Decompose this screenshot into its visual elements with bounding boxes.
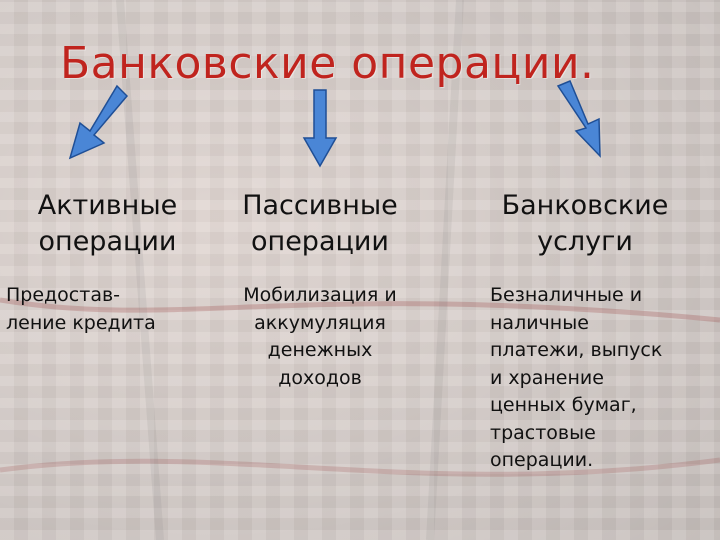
arrow-down-left-icon bbox=[68, 84, 129, 160]
arrow-down-icon bbox=[302, 89, 338, 168]
bank-services-heading: Банковские услуги bbox=[501, 190, 669, 258]
arrow-down-right-icon bbox=[556, 80, 601, 158]
passive-operations-heading: Пассивные операции bbox=[242, 190, 398, 258]
active-operations-heading: Активные операции bbox=[37, 190, 178, 258]
page-title: Банковские операции. bbox=[60, 38, 595, 89]
active-operations-description: Предостав- ление кредита bbox=[6, 284, 156, 334]
bank-services-description: Безналичные и наличные платежи, выпуск и… bbox=[490, 284, 663, 472]
passive-operations-description: Мобилизация и аккумуляция денежных доход… bbox=[243, 284, 397, 389]
